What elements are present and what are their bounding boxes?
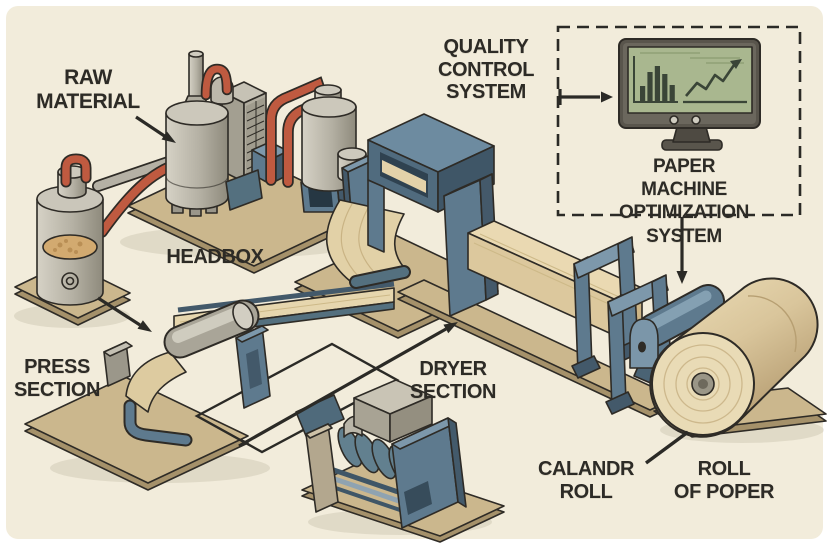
pulper-body <box>165 112 229 210</box>
press-left-post <box>103 341 133 387</box>
label-dryer-section: DRYER SECTION <box>409 358 497 403</box>
arrow-raw-material <box>135 115 176 143</box>
label-headbox: HEADBOX <box>166 246 264 268</box>
trend-arrowhead <box>730 59 742 69</box>
dryer-top-box <box>353 379 433 443</box>
former-hood <box>367 113 495 253</box>
dryer-inset-machine <box>305 379 467 529</box>
dryer-right-wall <box>391 417 467 529</box>
forming-section <box>325 113 499 317</box>
label-press-section: PRESS SECTION <box>13 356 101 401</box>
label-raw-material: RAW MATERIAL <box>36 66 140 113</box>
red-pipe-lid-loop <box>62 155 90 186</box>
press-section-machine <box>103 281 395 447</box>
paper-roll <box>649 277 819 438</box>
arrow-optimization-to-calender <box>676 217 688 284</box>
monitor-bar-chart <box>633 56 678 103</box>
calender-callout-line <box>644 430 690 465</box>
pulp-window <box>42 234 98 260</box>
monitor-button-1 <box>669 115 679 125</box>
label-paper-machine-optimization-system: PAPER MACHINE OPTIMIZATION SYSTEM <box>619 156 749 247</box>
stand-window <box>308 187 333 207</box>
press-right-post <box>235 325 271 409</box>
optimization-callout-box <box>556 25 802 217</box>
press-roller <box>163 299 260 359</box>
label-quality-control-system: QUALITY CONTROL SYSTEM <box>437 36 535 104</box>
label-calender-roll: CALANDR ROLL <box>537 458 635 503</box>
annotation-arrows <box>97 89 690 465</box>
calender-bearing-housing <box>629 318 659 369</box>
label-roll-of-paper: ROLL OF POPER <box>673 458 775 503</box>
press-web-wrap <box>125 351 187 413</box>
tank-port <box>65 276 75 286</box>
dryer-left-wall <box>305 423 339 513</box>
monitor-button-2 <box>691 115 701 125</box>
former-right-column <box>443 173 499 317</box>
monitor-bar-chart-bars <box>640 66 675 102</box>
raw-material-tank <box>36 152 186 306</box>
arrow-quality-control <box>558 89 613 105</box>
press-felt-guide <box>125 401 191 445</box>
monitor-trend-chart <box>683 59 747 104</box>
web-in-hood <box>382 160 426 193</box>
monitor-icon <box>618 38 761 151</box>
arrow-tank-to-press <box>97 296 152 332</box>
arrow-dryer-section <box>238 322 458 448</box>
calender-roller <box>637 284 725 347</box>
